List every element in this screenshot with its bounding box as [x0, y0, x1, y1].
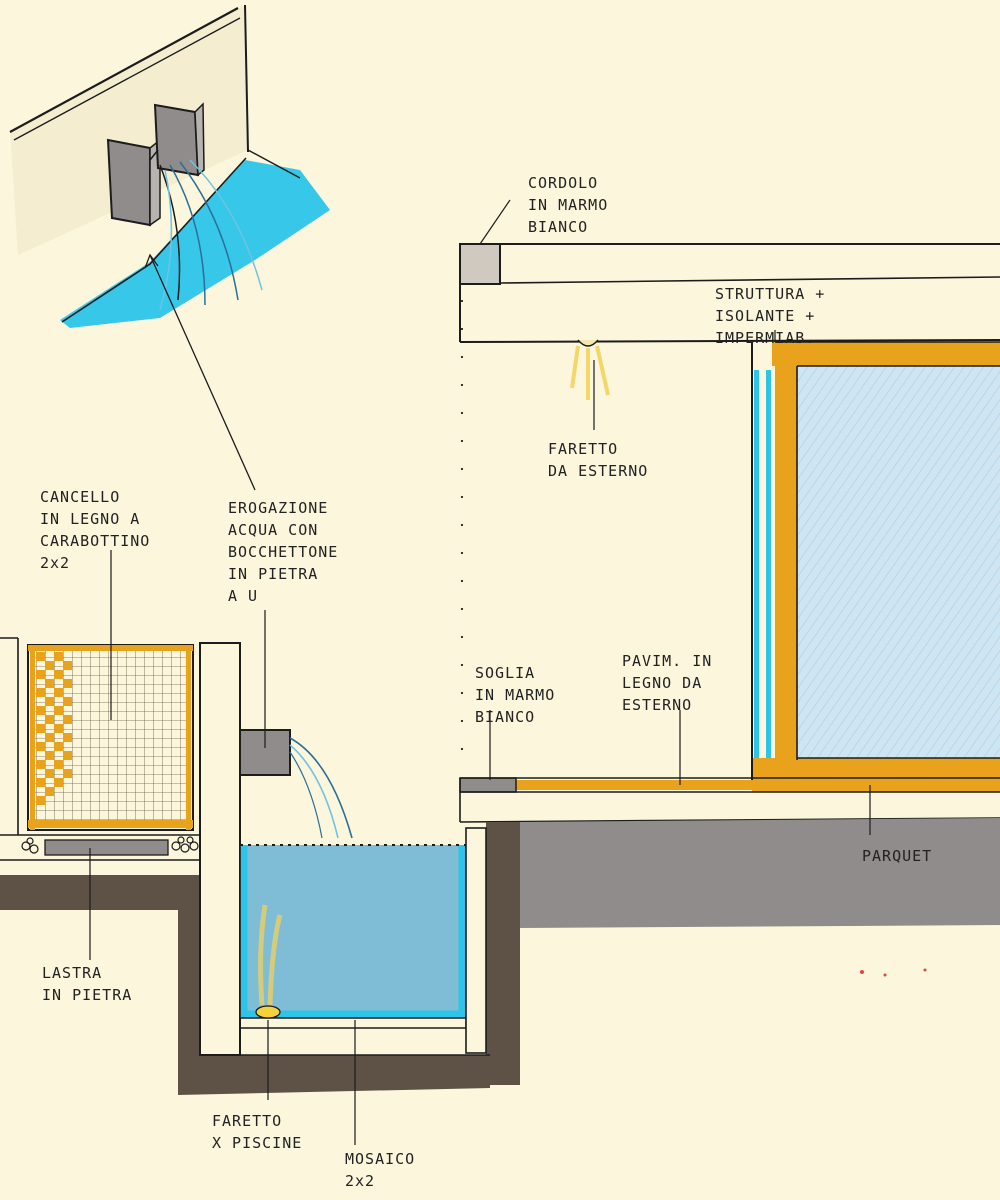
stone-slab	[44, 839, 169, 856]
pool-wall	[199, 642, 241, 1056]
floor-deck	[459, 777, 1000, 1085]
perspective-detail	[9, 4, 330, 491]
label-parquet: PARQUET	[862, 847, 933, 865]
concrete-slab	[520, 818, 1000, 928]
label-faretto-esterno: FARETTO DA ESTERNO	[548, 440, 649, 480]
pebbles	[21, 836, 199, 854]
paper-specks	[860, 968, 927, 977]
pool-light	[255, 1005, 281, 1019]
label-cordolo: CORDOLO IN MARMO BIANCO	[528, 174, 609, 236]
label-struttura: STRUTTURA + ISOLANTE + IMPERMIAB.	[715, 285, 826, 347]
cordolo-marble	[459, 243, 501, 285]
label-pavimento: PAVIM. IN LEGNO DA ESTERNO	[622, 652, 713, 714]
label-erogazione: EROGAZIONE ACQUA CON BOCCHETTONE IN PIET…	[228, 499, 339, 605]
leader-lines	[489, 710, 871, 835]
roof-slab	[459, 199, 1000, 430]
pool-section	[199, 610, 490, 1145]
glazed-wall	[751, 341, 1000, 790]
water-surface-perspective	[60, 160, 330, 328]
label-cancello: CANCELLO IN LEGNO A CARABOTTINO 2x2	[40, 488, 151, 572]
water-streams-perspective	[159, 159, 263, 311]
u-spout-perspective	[106, 102, 205, 227]
label-mosaico: MOSAICO 2x2	[345, 1150, 416, 1190]
label-faretto-piscine: FARETTO X PISCINE	[212, 1112, 303, 1152]
label-soglia: SOGLIA IN MARMO BIANCO	[475, 664, 556, 726]
ground-section	[0, 875, 490, 1095]
label-lastra: LASTRA IN PIETRA	[42, 964, 133, 1004]
soglia-marble	[459, 777, 517, 793]
gate-area	[0, 550, 490, 1095]
